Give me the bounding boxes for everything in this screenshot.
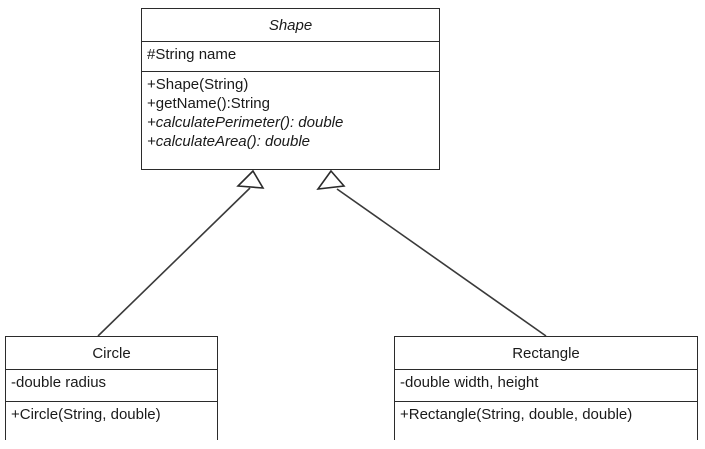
attributes-compartment: -double width, height <box>395 369 697 401</box>
class-box-shape[interactable]: Shape #String name +Shape(String) +getNa… <box>141 8 440 170</box>
methods-compartment: +Rectangle(String, double, double) <box>395 401 697 441</box>
method-item-abstract: +calculatePerimeter(): double <box>147 114 344 131</box>
methods-compartment: +Circle(String, double) <box>6 401 217 441</box>
method-item: +Rectangle(String, double, double) <box>400 406 633 423</box>
class-name-shape: Shape <box>268 16 313 34</box>
methods-compartment: +Shape(String) +getName():String +calcul… <box>142 71 439 169</box>
class-name-compartment: Rectangle <box>395 337 697 369</box>
class-name-compartment: Circle <box>6 337 217 369</box>
class-box-circle[interactable]: Circle -double radius +Circle(String, do… <box>5 336 218 441</box>
generalization-line <box>97 187 251 337</box>
generalization-rectangle-to-shape[interactable] <box>316 169 547 337</box>
class-box-rectangle[interactable]: Rectangle -double width, height +Rectang… <box>394 336 698 441</box>
attribute-item: -double radius <box>11 374 107 391</box>
attribute-item: #String name <box>147 46 237 63</box>
class-name-circle: Circle <box>92 344 131 362</box>
method-item: +Circle(String, double) <box>11 406 161 423</box>
generalization-line <box>336 188 547 337</box>
attributes-compartment: -double radius <box>6 369 217 401</box>
method-item-abstract: +calculateArea(): double <box>147 133 311 150</box>
attributes-compartment: #String name <box>142 41 439 71</box>
class-name-compartment: Shape <box>142 9 439 41</box>
hollow-triangle-arrowhead-icon <box>236 169 265 189</box>
class-name-rectangle: Rectangle <box>512 344 580 362</box>
hollow-triangle-arrowhead-icon <box>316 169 346 191</box>
method-item: +Shape(String) <box>147 76 249 93</box>
attribute-item: -double width, height <box>400 374 539 391</box>
generalization-circle-to-shape[interactable] <box>97 169 265 337</box>
method-item: +getName():String <box>147 95 270 112</box>
